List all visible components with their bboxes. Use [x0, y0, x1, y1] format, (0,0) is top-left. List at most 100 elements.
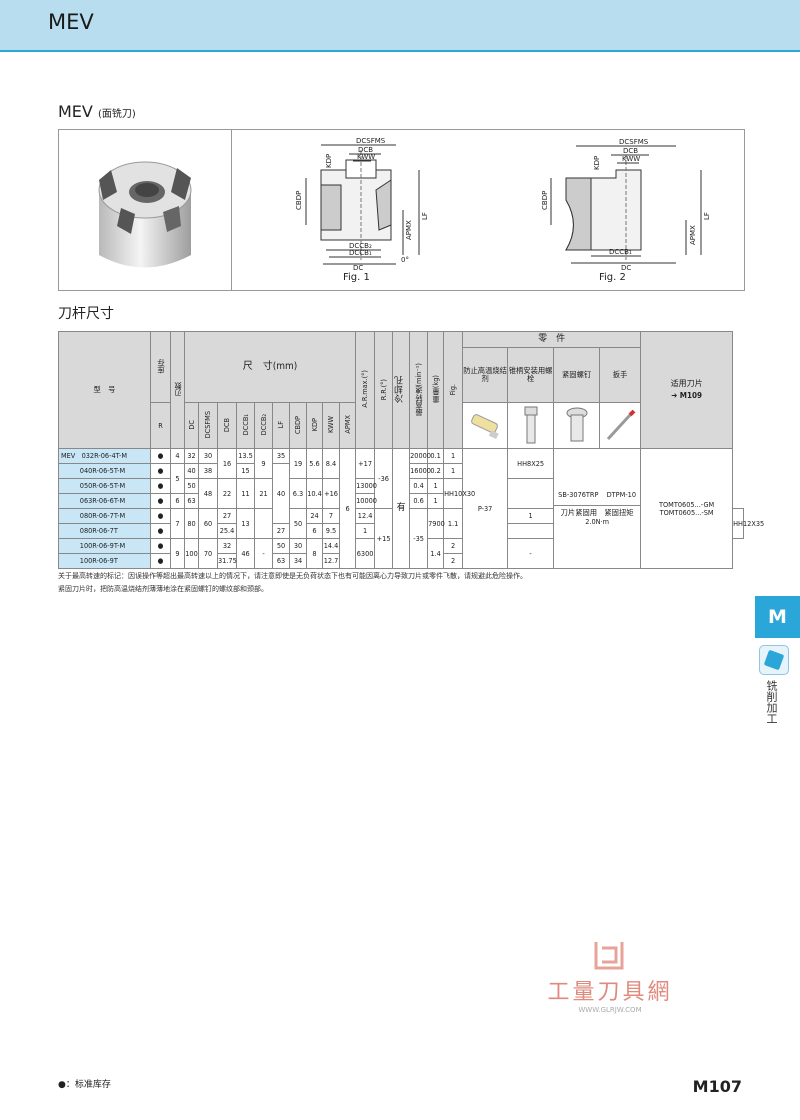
cbdp-cell: 34 — [289, 553, 307, 569]
kdp-cell: 8 — [306, 538, 323, 569]
header-parts: 零 件 — [462, 331, 642, 348]
fig1-dccb1-label: DCCB₁ — [349, 249, 372, 257]
bolt-cell: HH12X35 — [732, 508, 764, 539]
dccb1-cell: 11 — [236, 478, 255, 509]
fig2-kdp-label: KDP — [593, 156, 601, 170]
col-lf: LF — [272, 402, 290, 449]
fig1-lf-label: LF — [421, 212, 429, 220]
antiseize-cell: P-37 — [462, 448, 509, 569]
speed-cell: 7900 — [427, 508, 445, 539]
header-insert: 适用刀片 ➔ M109 — [640, 331, 734, 449]
speed-cell: 10000 — [355, 493, 377, 509]
col-dccb2: DCCB₂ — [254, 402, 273, 449]
kww-cell: 14.4 — [322, 538, 340, 554]
fig1-apmx-label: APMX — [405, 220, 413, 240]
model-cell: 100R-06-9T-M — [58, 538, 151, 554]
model-cell: 040R-06-5T-M — [58, 463, 151, 479]
fig1-angle-label: 0° — [401, 256, 409, 264]
dcsfms-cell: 48 — [198, 478, 218, 509]
fig2-dcsfms-label: DCSFMS — [619, 138, 649, 146]
fig2-caption: Fig. 2 — [599, 272, 626, 283]
header-coolant: 冷却孔 — [392, 331, 411, 449]
header-title: MEV — [48, 10, 94, 34]
lf-cell: 40 — [272, 463, 290, 524]
cbdp-cell: 19 — [289, 448, 307, 479]
fig1-cbdp-label: CBDP — [295, 191, 303, 210]
col-dcb: DCB — [217, 402, 237, 449]
header-insert-ref[interactable]: ➔ M109 — [671, 390, 702, 400]
fig1-kdp-label: KDP — [325, 154, 333, 168]
cutter-photo — [59, 130, 232, 290]
stock-cell: ● — [150, 538, 171, 554]
stock-legend: ●：标准库存 — [58, 1080, 111, 1090]
model-cell: 080R-06-7T-M — [58, 508, 151, 524]
torque-value: 2.0N·m — [585, 517, 610, 527]
dcb-cell: 27 — [217, 508, 237, 524]
stock-cell: ● — [150, 493, 171, 509]
kww-cell: 9.5 — [322, 523, 340, 539]
fig1-dcb-label: DCB — [358, 146, 373, 154]
stock-cell: ● — [150, 553, 171, 569]
col-cbdp: CBDP — [289, 402, 307, 449]
header-part-antiseize: 防止高温烧结剂 — [462, 347, 509, 403]
section-title: MEV (面铣刀) — [58, 102, 136, 121]
figure-2: DCSFMS DCB KWW KDP CBDP APMX LF DCCB₁ DC… — [471, 130, 743, 290]
header-maxspeed: 最高转速(min⁻¹) — [409, 331, 429, 449]
speed-cell: 16000 — [409, 463, 431, 479]
wrench-value: DTPM-10 — [606, 490, 637, 500]
ar-cell: +15 — [374, 508, 394, 569]
cbdp-cell: 27 — [272, 523, 290, 539]
stock-cell: ● — [150, 508, 171, 524]
fig1-dccb2-label: DCCB₂ — [349, 242, 372, 250]
header-stock-r: R — [150, 402, 171, 449]
fig-cell: 1 — [355, 523, 376, 539]
kdp-cell: 7 — [322, 508, 340, 524]
kww-cell: 12.7 — [322, 553, 340, 569]
header-weight: 重量(kg) — [427, 331, 445, 449]
section-tab-m[interactable]: M — [755, 596, 800, 638]
dc-cell: 80 — [184, 508, 199, 539]
table-row: MEV 032R-06-4T-M ● 4 32 30 16 13.5 9 35 … — [58, 448, 744, 569]
lf-cell: 50 — [272, 538, 290, 554]
weight-cell: 1.4 — [427, 538, 445, 569]
lf-cell: 63 — [272, 553, 290, 569]
table-title: 刀杆尺寸 — [58, 306, 114, 322]
header-teeth: 刃数 — [170, 331, 185, 449]
header-model: 型 号 — [58, 331, 151, 449]
fig-cell: 1 — [427, 493, 445, 509]
speed-cell: 20000 — [409, 448, 431, 464]
kdp-cell: 6.3 — [289, 478, 307, 509]
dc-cell: 40 — [184, 463, 199, 479]
dc-cell: 32 — [184, 448, 199, 464]
wrench-icon — [599, 402, 642, 449]
insert-cell: TOMT0605...-GM TOMT0605...-SM — [640, 448, 734, 569]
fig2-cbdp-label: CBDP — [541, 191, 549, 210]
apmx-cell: 6 — [338, 448, 357, 569]
rr-cell: -35 — [409, 508, 429, 569]
teeth-cell: 4 — [170, 448, 185, 464]
coolant-cell: 有 — [392, 448, 411, 569]
figure-1: DCSFMS DCB KWW KDP CBDP APMX LF DCCB₂ DC… — [231, 130, 471, 290]
fig1-dcsfms-label: DCSFMS — [356, 137, 386, 145]
stock-cell: ● — [150, 478, 171, 494]
dccb1-cell: 13 — [236, 508, 255, 539]
screw-icon — [553, 402, 601, 449]
page-number: M107 — [692, 1077, 742, 1096]
dc-cell: 63 — [184, 493, 199, 509]
dcb-cell: 32 — [217, 538, 237, 554]
fig1-kww-label: KWW — [357, 153, 375, 161]
torque-label: 刀片紧固用 紧固扭矩 — [554, 504, 641, 517]
watermark: 工量刀具網 WWW.GLRJW.COM — [540, 940, 680, 1014]
kdp-cell: 6 — [306, 523, 323, 539]
teeth-cell: 5 — [170, 463, 185, 494]
screw-value: SB-3076TRP — [558, 490, 599, 500]
fig2-lf-label: LF — [703, 212, 711, 220]
teeth-cell: 7 — [170, 508, 185, 539]
model-cell: 100R-06-9T — [58, 553, 151, 569]
table-row: 080R-06-7T-M ● 7 80 60 27 13 13 50 24 7 … — [58, 508, 764, 569]
bolt-cell: HH10X30 — [443, 478, 475, 509]
weight-cell: 0.4 — [409, 478, 429, 494]
fig-cell: 2 — [443, 553, 464, 569]
fig2-dc-label: DC — [621, 264, 631, 272]
note-max-speed: 关于最高转速的标记：因误操作等超出最高转速以上的情况下，请注意即使是无负荷状态下… — [58, 572, 527, 580]
